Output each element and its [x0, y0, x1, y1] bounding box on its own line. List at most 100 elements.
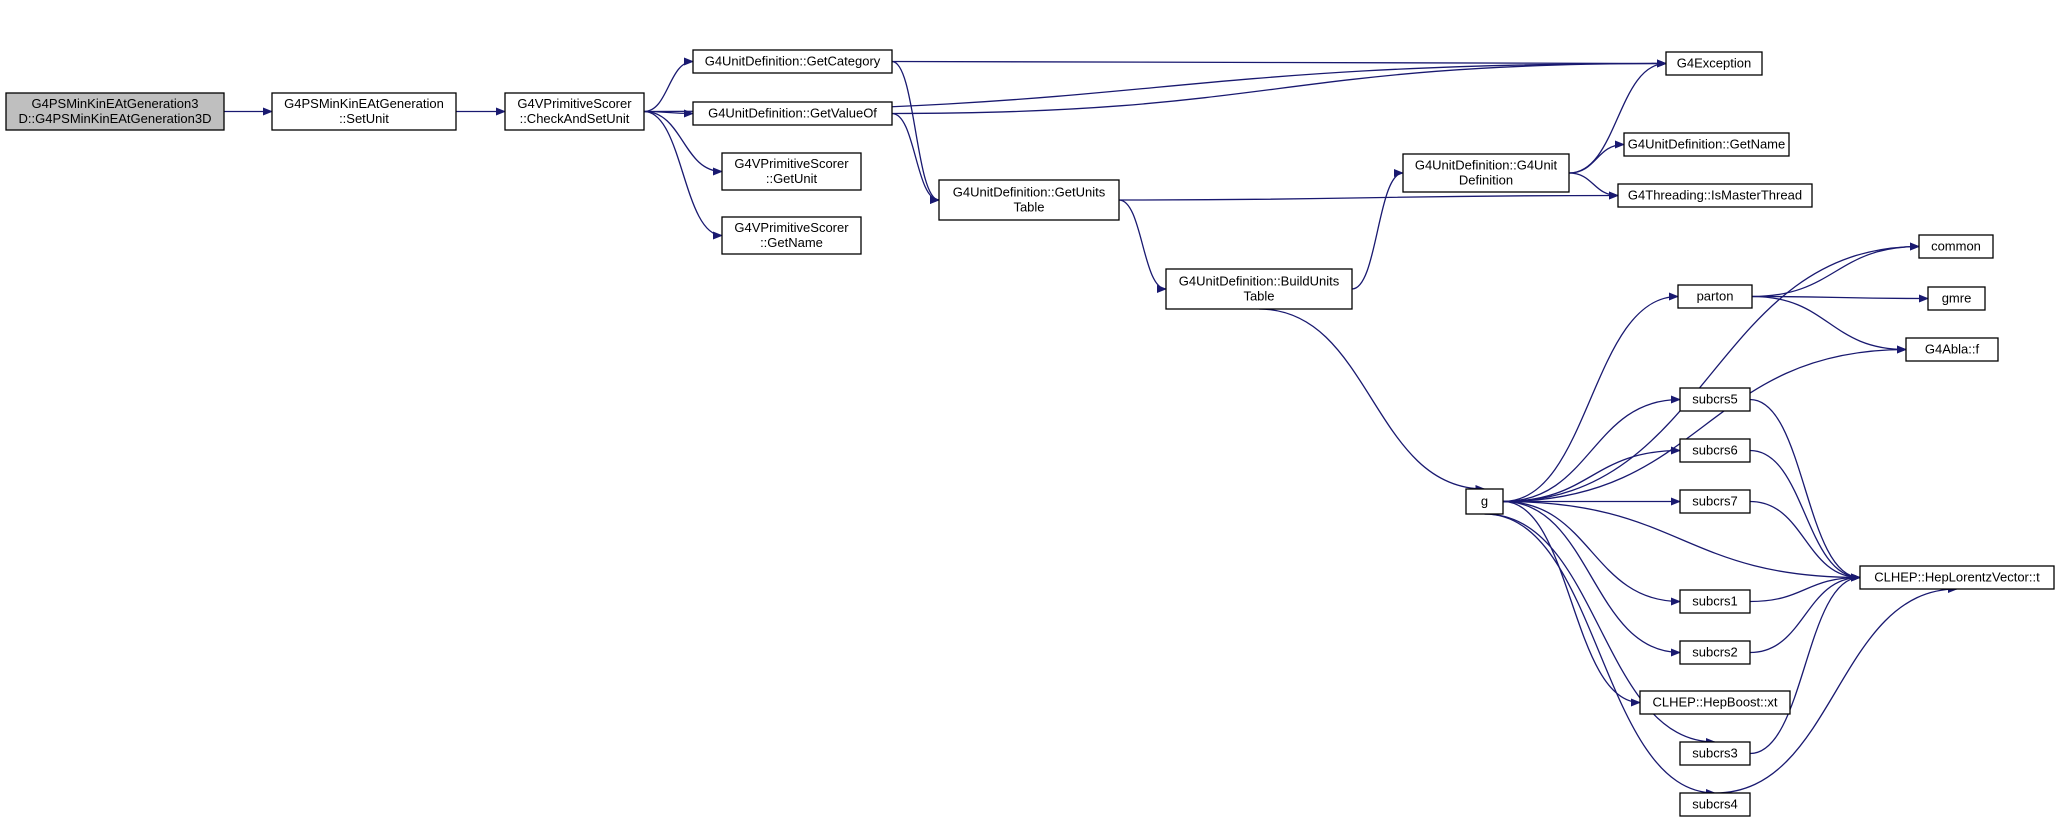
node-subcrs5[interactable]: subcrs5: [1679, 387, 1751, 412]
node-box: [721, 152, 862, 191]
node-label: subcrs7: [1692, 494, 1738, 509]
edge-arrow: [1351, 169, 1404, 290]
edge-arrow: [1502, 500, 1681, 657]
node-box: [1677, 284, 1753, 309]
node-getvalueof[interactable]: G4UnitDefinition::GetValueOf: [692, 101, 893, 126]
node-box: [1639, 690, 1791, 715]
node-label: G4UnitDefinition::G4Unit: [1415, 158, 1558, 173]
edge-subcrs3-to-heplorentzt: [1749, 573, 1861, 755]
node-subcrs7[interactable]: subcrs7: [1679, 489, 1751, 514]
edge-getcategory-to-g4exception: [891, 59, 1667, 68]
edge-arrow: [1751, 294, 1929, 303]
edge-arrow: [1258, 308, 1486, 493]
edge-subcrs2-to-heplorentzt: [1749, 573, 1861, 654]
node-box: [692, 49, 893, 74]
node-label: Table: [1013, 200, 1044, 215]
node-label: g: [1481, 494, 1488, 509]
edge-getunitstable-to-buildunitstable: [1118, 199, 1167, 293]
edge-arrow: [891, 112, 940, 204]
edge-arrow: [1118, 191, 1619, 201]
edge-subcrs1-to-heplorentzt: [1749, 573, 1861, 603]
node-box: [1905, 337, 1999, 362]
edge-subcrs4-to-heplorentzt: [1714, 585, 1958, 794]
edge-getunitstable-to-ismasterthread: [1118, 191, 1619, 201]
edge-arrow: [1749, 573, 1861, 755]
node-box: [721, 216, 862, 255]
node-subcrs1[interactable]: subcrs1: [1679, 589, 1751, 614]
edge-arrow: [891, 60, 940, 204]
node-label: subcrs3: [1692, 746, 1738, 761]
node-hepboostxt[interactable]: CLHEP::HepBoost::xt: [1639, 690, 1791, 715]
edge-arrow: [1502, 345, 1907, 503]
edge-g-to-subcrs1: [1502, 500, 1681, 606]
edge-arrow: [1502, 500, 1681, 606]
node-box: [1859, 565, 2055, 590]
edge-g4unitdefinition-to-ismasterthread: [1568, 172, 1619, 200]
edge-arrow: [1502, 500, 1641, 707]
node-root[interactable]: G4PSMinKinEAtGeneration3D::G4PSMinKinEAt…: [5, 92, 225, 131]
edge-arrow: [1502, 500, 1861, 582]
node-label: ::GetName: [760, 235, 823, 250]
node-gmre[interactable]: gmre: [1927, 286, 1986, 311]
edge-arrow: [1484, 513, 1716, 746]
node-getunit[interactable]: G4VPrimitiveScorer::GetUnit: [721, 152, 862, 191]
edge-arrow: [643, 110, 723, 176]
node-box: [1927, 286, 1986, 311]
node-label: CLHEP::HepBoost::xt: [1653, 695, 1778, 710]
node-setunit[interactable]: G4PSMinKinEAtGeneration::SetUnit: [271, 92, 457, 131]
edge-arrow: [1749, 500, 1861, 582]
node-ablaf[interactable]: G4Abla::f: [1905, 337, 1999, 362]
edge-arrow: [643, 57, 694, 113]
node-label: G4Threading::IsMasterThread: [1628, 188, 1802, 203]
node-label: subcrs1: [1692, 594, 1738, 609]
node-box: [1918, 234, 1994, 259]
node-label: G4Exception: [1677, 56, 1751, 71]
edge-getvalueof-to-getunitstable: [891, 112, 940, 204]
node-g[interactable]: g: [1465, 488, 1504, 515]
edge-arrow: [1568, 140, 1625, 174]
edge-g-to-common: [1502, 242, 1920, 503]
node-getcategory[interactable]: G4UnitDefinition::GetCategory: [692, 49, 893, 74]
node-vps-getname[interactable]: G4VPrimitiveScorer::GetName: [721, 216, 862, 255]
node-label: G4PSMinKinEAtGeneration: [284, 96, 444, 111]
node-checkandsetunit[interactable]: G4VPrimitiveScorer::CheckAndSetUnit: [504, 92, 645, 131]
node-label: G4Abla::f: [1925, 342, 1980, 357]
node-label: parton: [1697, 289, 1734, 304]
node-box: [1679, 741, 1751, 766]
node-subcrs4[interactable]: subcrs4: [1679, 792, 1751, 817]
node-ud-getname[interactable]: G4UnitDefinition::GetName: [1623, 132, 1790, 157]
edge-arrow: [1118, 199, 1167, 293]
node-g4exception[interactable]: G4Exception: [1665, 51, 1763, 76]
edge-g-to-subcrs5: [1502, 395, 1681, 503]
node-parton[interactable]: parton: [1677, 284, 1753, 309]
edge-arrow: [1568, 172, 1619, 200]
node-label: subcrs5: [1692, 392, 1738, 407]
node-label: common: [1931, 239, 1981, 254]
node-ismasterthread[interactable]: G4Threading::IsMasterThread: [1617, 183, 1813, 208]
node-subcrs2[interactable]: subcrs2: [1679, 640, 1751, 665]
node-label: G4UnitDefinition::GetName: [1628, 137, 1786, 152]
edge-arrow: [1751, 295, 1907, 354]
edge-arrow: [1502, 395, 1681, 503]
node-label: D::G4PSMinKinEAtGeneration3D: [19, 111, 212, 126]
edge-g-to-heplorentzt: [1502, 500, 1861, 582]
node-subcrs3[interactable]: subcrs3: [1679, 741, 1751, 766]
edge-parton-to-common: [1751, 242, 1920, 298]
node-common[interactable]: common: [1918, 234, 1994, 259]
edge-g-to-hepboostxt: [1502, 500, 1641, 707]
node-heplorentzt[interactable]: CLHEP::HepLorentzVector::t: [1859, 565, 2055, 590]
edge-parton-to-ablaf: [1751, 295, 1907, 354]
node-box: [1679, 489, 1751, 514]
edge-checkandsetunit-to-getcategory: [643, 57, 694, 113]
node-g4unitdefinition[interactable]: G4UnitDefinition::G4UnitDefinition: [1402, 153, 1570, 193]
edge-arrow: [891, 59, 1667, 68]
node-box: [1679, 438, 1751, 463]
node-box: [1679, 387, 1751, 412]
edge-buildunitstable-to-g4unitdefinition: [1351, 169, 1404, 290]
edge-checkandsetunit-to-getunit: [643, 110, 723, 176]
edge-parton-to-gmre: [1751, 294, 1929, 303]
node-subcrs6[interactable]: subcrs6: [1679, 438, 1751, 463]
